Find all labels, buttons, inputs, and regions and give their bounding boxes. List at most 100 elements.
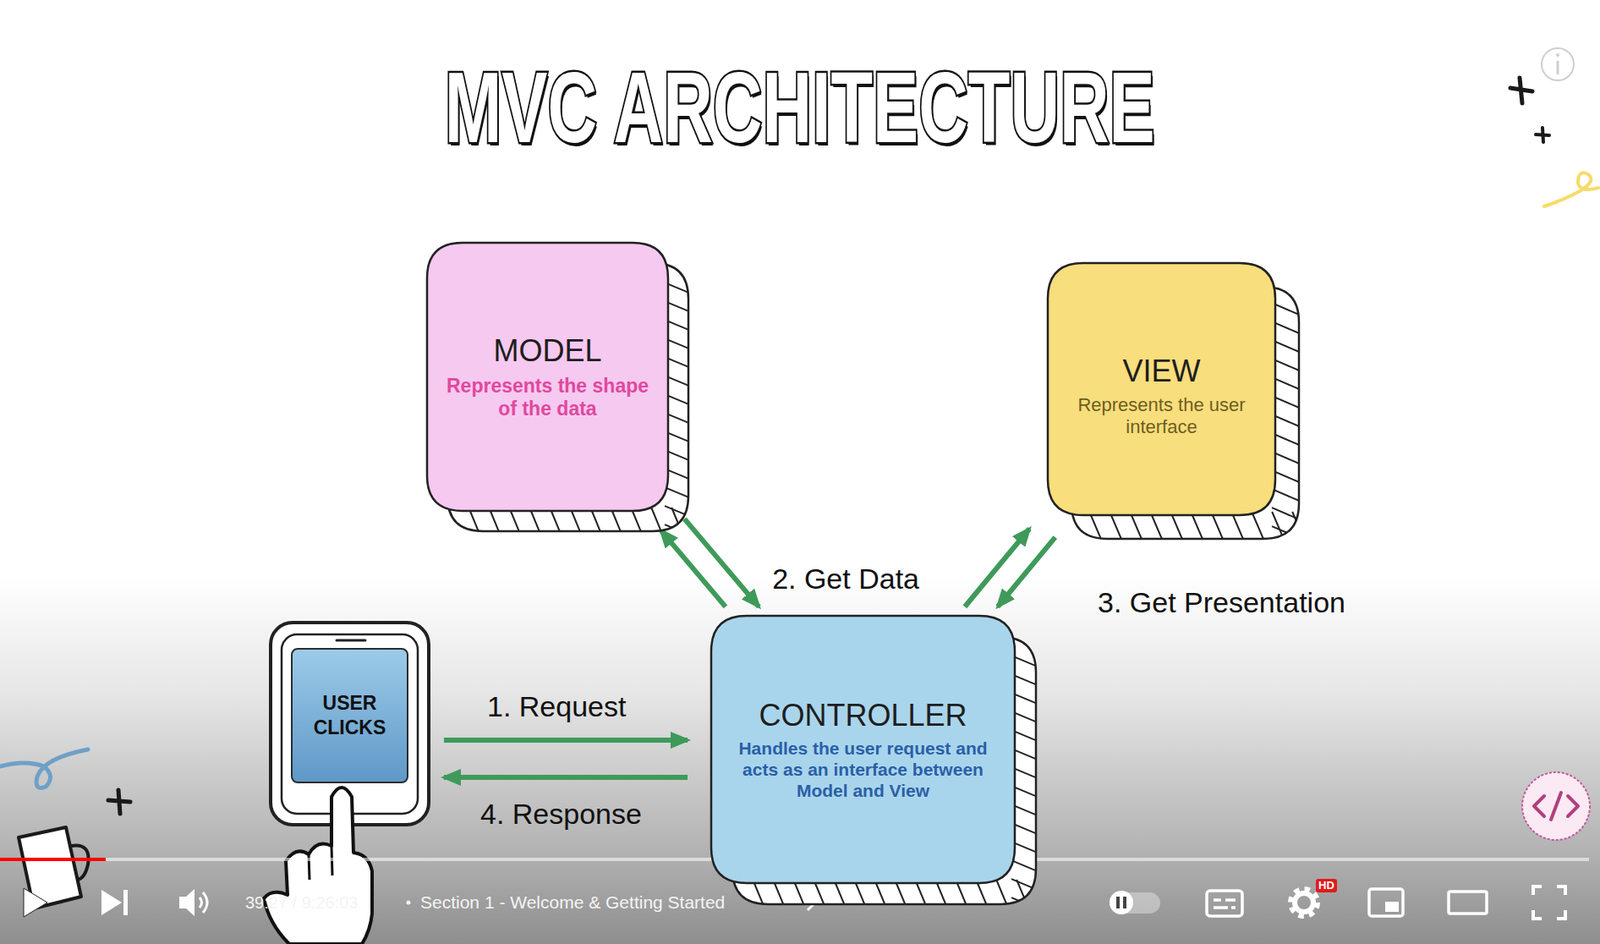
flow-arrow xyxy=(443,737,688,743)
flow-arrow xyxy=(684,518,759,607)
blue-squiggle xyxy=(0,749,88,789)
controller-box: CONTROLLER Handles the user request and a… xyxy=(711,615,1015,883)
video-time: 39:27 / 9:26:03 xyxy=(245,892,358,913)
node-description: Represents the user interface xyxy=(1059,394,1264,439)
pause-bar xyxy=(1123,896,1127,909)
phone-screen: USER CLICKS xyxy=(290,647,409,784)
miniplayer-icon xyxy=(1369,888,1403,916)
subtitles-lines xyxy=(1213,899,1236,908)
play-icon xyxy=(23,887,48,917)
hd-badge: HD xyxy=(1315,878,1337,893)
chapter-title: Section 1 - Welcome & Getting Started xyxy=(420,892,725,913)
info-icon-stem xyxy=(1556,60,1560,75)
code-badge-glyph xyxy=(1534,792,1579,820)
flow-arrow xyxy=(964,528,1030,607)
progress-played xyxy=(0,857,106,861)
box-outline xyxy=(1047,263,1276,516)
pause-bar xyxy=(1116,896,1120,909)
title-wrap: MVC ARCHITECTURE xyxy=(0,55,1600,161)
next-icon-bar xyxy=(123,889,128,916)
hatch-line xyxy=(1271,284,1303,297)
hatch-line xyxy=(1231,511,1244,543)
hatch-line xyxy=(1016,879,1029,908)
plus-doodle xyxy=(1510,77,1533,104)
hatch-line xyxy=(1210,511,1224,543)
hatch-line xyxy=(1271,470,1303,483)
hatch-line xyxy=(1089,511,1102,543)
box-face xyxy=(427,242,669,511)
hatch-line xyxy=(1068,511,1082,543)
autoplay-knob xyxy=(1109,890,1134,915)
miniplayer-inner xyxy=(1385,901,1399,912)
hand-lines xyxy=(308,845,333,880)
hatch-line xyxy=(1011,897,1040,910)
hatch-line xyxy=(1251,511,1265,543)
phone-bezel xyxy=(281,634,418,814)
hatch-line xyxy=(1271,432,1303,446)
node-title: USER CLICKS xyxy=(295,690,404,740)
settings-gear-teeth xyxy=(1291,889,1317,916)
hatch-line xyxy=(1271,302,1303,316)
step-label: 4. Response xyxy=(480,796,642,831)
theater-icon xyxy=(1448,891,1487,914)
step-label: 1. Request xyxy=(487,689,626,724)
info-icon-dot xyxy=(1556,53,1560,57)
fullscreen-icon xyxy=(1533,886,1566,919)
node-title: MODEL xyxy=(493,333,602,369)
hatch-line xyxy=(1271,414,1303,428)
hatch-line xyxy=(1271,507,1303,521)
hatch-line xyxy=(1271,511,1285,543)
step-label: 2. Get Data xyxy=(772,561,920,596)
hatch-line xyxy=(1129,511,1143,543)
node-description: Handles the user request and acts as an … xyxy=(721,738,1005,801)
flow-arrow xyxy=(997,536,1056,607)
separator-dot xyxy=(406,900,411,905)
mug-handle xyxy=(71,844,89,880)
plus-doodle xyxy=(1535,127,1550,143)
box-face xyxy=(1047,263,1276,516)
spacer xyxy=(1547,142,1563,161)
hatch-line xyxy=(1271,377,1303,390)
hatch-line xyxy=(1271,339,1303,353)
hatch-line xyxy=(664,524,692,536)
settings-gear xyxy=(1294,893,1314,912)
volume-icon xyxy=(179,888,195,916)
hatch-line xyxy=(664,505,692,517)
hatch-line xyxy=(1011,878,1040,891)
code-badge xyxy=(1522,772,1590,840)
hatch-line xyxy=(1271,358,1303,372)
diagram-title: MVC ARCHITECTURE xyxy=(444,55,1156,161)
hatch-line xyxy=(1271,321,1303,335)
hatch-line xyxy=(1271,526,1303,539)
view-box: VIEW Represents the user interface xyxy=(1047,263,1276,516)
hatch-line xyxy=(671,507,683,535)
step-label: 3. Get Presentation xyxy=(1097,585,1346,620)
flow-arrow xyxy=(660,530,726,607)
yellow-squiggle xyxy=(1544,172,1599,207)
pointing-hand xyxy=(263,787,373,944)
hatch-line xyxy=(1271,488,1303,502)
node-description: Represents the shape of the data xyxy=(438,374,657,421)
hatch-line xyxy=(1150,511,1163,543)
hatch-line xyxy=(1190,511,1204,543)
info-icon xyxy=(1541,48,1574,81)
phone-speaker xyxy=(336,639,366,642)
node-title: VIEW xyxy=(1122,353,1200,390)
next-icon xyxy=(101,889,122,916)
hatch-line xyxy=(1170,511,1184,543)
hatch-line xyxy=(1109,511,1123,543)
box-face xyxy=(711,615,1015,883)
node-title: CONTROLLER xyxy=(758,697,967,734)
hatch-line xyxy=(1011,860,1040,872)
hatch-line xyxy=(1271,451,1303,465)
flow-arrow xyxy=(443,774,688,780)
hatch-line xyxy=(664,487,692,499)
hatch-line xyxy=(1271,395,1303,409)
plus-doodle xyxy=(108,789,131,814)
hatch-line xyxy=(1292,511,1305,543)
hatch-line xyxy=(651,507,663,535)
volume-waves xyxy=(199,892,208,913)
subtitles-icon xyxy=(1206,890,1243,916)
model-box: MODEL Represents the shape of the data xyxy=(427,242,669,511)
hatch-line xyxy=(996,879,1009,908)
